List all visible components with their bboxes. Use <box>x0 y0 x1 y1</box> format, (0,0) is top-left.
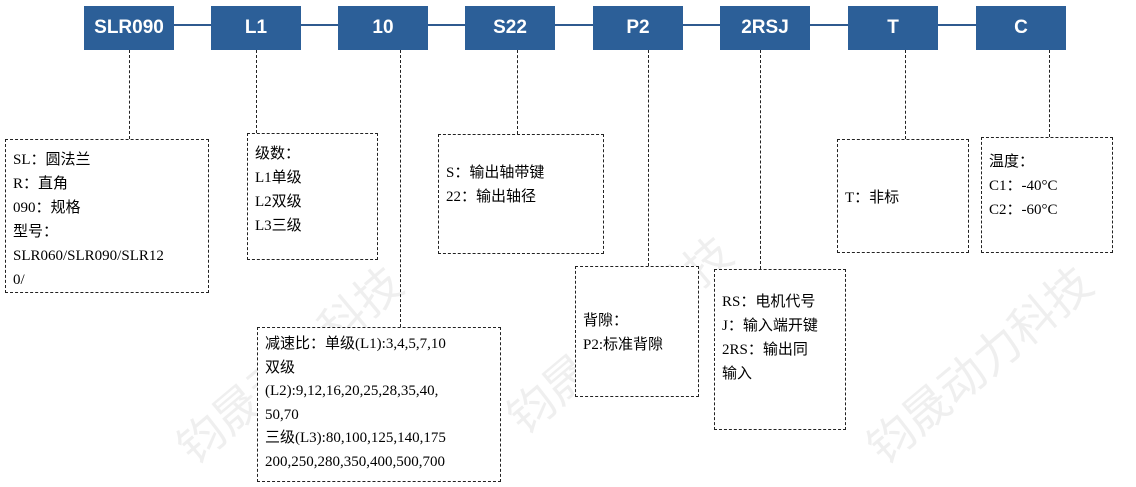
leader-line <box>400 50 401 327</box>
box-line: 200,250,280,350,400,500,700 <box>265 453 445 470</box>
code-stages: L1 <box>211 6 301 50</box>
leader-line <box>256 50 257 133</box>
box-line: P2:标准背隙 <box>583 337 664 353</box>
box-line: (L2):9,12,16,20,25,28,35,40, <box>265 383 439 399</box>
box-line: T：非标 <box>845 190 900 206</box>
box-line: L3三级 <box>255 218 302 234</box>
leader-line <box>648 50 649 266</box>
code-backlash: P2 <box>593 6 683 50</box>
leader-line <box>905 50 906 139</box>
box-line: C1：-40°C <box>989 178 1058 194</box>
box-line: 50,70 <box>265 406 299 423</box>
leader-line <box>760 50 761 269</box>
box-line: C2：-60°C <box>989 202 1058 218</box>
box-line: 0/ <box>13 272 25 288</box>
code-temperature: C <box>976 6 1066 50</box>
box-line: L2双级 <box>255 194 302 210</box>
ratio-description-box: 减速比：单级(L1):3,4,5,7,10 双级 (L2):9,12,16,20… <box>257 327 501 482</box>
backlash-description-box: 背隙： P2:标准背隙 <box>575 266 699 397</box>
leader-line <box>129 50 130 139</box>
code-motor: 2RSJ <box>720 6 810 50</box>
box-line: 双级 <box>265 359 296 376</box>
box-line: 级数： <box>255 146 301 162</box>
box-line: 背隙： <box>583 313 629 329</box>
temperature-description-box: 温度： C1：-40°C C2：-60°C <box>981 137 1113 253</box>
code-connector-line <box>120 24 1020 26</box>
box-line: 温度： <box>989 154 1035 170</box>
code-shaft: S22 <box>465 6 555 50</box>
leader-line <box>1049 50 1050 137</box>
box-line: 型号： <box>13 224 59 240</box>
box-line: L1单级 <box>255 170 302 186</box>
leader-line <box>517 50 518 134</box>
code-series: SLR090 <box>84 6 174 50</box>
box-line: SLR060/SLR090/SLR12 <box>13 248 164 264</box>
box-line: 三级(L3):80,100,125,140,175 <box>265 430 446 446</box>
box-line: R：直角 <box>13 176 69 192</box>
box-line: 090：规格 <box>13 200 81 216</box>
box-line: 减速比：单级(L1):3,4,5,7,10 <box>265 336 446 352</box>
shaft-description-box: S：输出轴带键 22：输出轴径 <box>438 134 604 254</box>
box-line: S：输出轴带键 <box>446 165 545 181</box>
box-line: J：输入端开键 <box>722 318 818 334</box>
box-line: RS：电机代号 <box>722 294 816 310</box>
code-ratio: 10 <box>338 6 428 50</box>
flange-description-box: SL：圆法兰 R：直角 090：规格 型号： SLR060/SLR090/SLR… <box>5 139 209 293</box>
stages-description-box: 级数： L1单级 L2双级 L3三级 <box>247 133 378 260</box>
box-line: 2RS：输出同 <box>722 342 808 358</box>
standard-description-box: T：非标 <box>837 139 969 253</box>
box-line: 输入 <box>722 366 753 382</box>
box-line: SL：圆法兰 <box>13 152 91 168</box>
watermark: 钧晟动力科技 <box>856 255 1103 475</box>
code-standard: T <box>848 6 938 50</box>
motor-description-box: RS：电机代号 J：输入端开键 2RS：输出同 输入 <box>714 269 846 430</box>
box-line: 22：输出轴径 <box>446 189 537 205</box>
